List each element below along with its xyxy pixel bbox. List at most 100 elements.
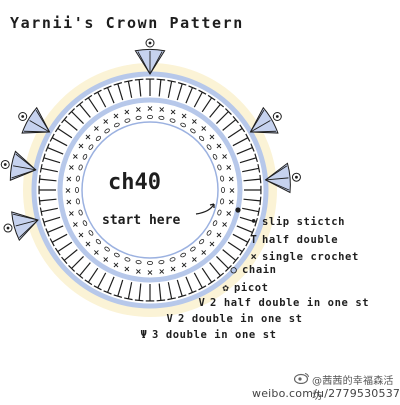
hdc-stitch <box>51 137 68 147</box>
sc-stitch: × <box>228 198 235 207</box>
hdc-top <box>177 294 187 298</box>
hdc-stitch <box>222 119 237 131</box>
hdc-stitch <box>127 81 133 98</box>
chain-round <box>74 115 226 266</box>
chain-icon: ○ <box>230 264 238 276</box>
chain-stitch <box>206 144 212 150</box>
hdc-stitch <box>242 167 259 173</box>
hdc-stitch <box>87 97 99 113</box>
chain-stitch <box>221 186 226 193</box>
hdc-top <box>245 133 251 142</box>
hdc-stitch <box>243 178 261 182</box>
hdc-stitch <box>201 97 213 113</box>
hdc-stitch <box>227 127 243 139</box>
sc-stitch: × <box>124 265 131 274</box>
crown-stitch <box>265 179 290 191</box>
hdc-stitch <box>201 267 213 283</box>
hdc-stitch <box>239 216 257 223</box>
chain-stitch <box>82 154 88 160</box>
hdc-top <box>93 89 102 95</box>
hdc-stitch <box>43 216 61 223</box>
hdc-stitch <box>138 79 142 97</box>
sc-stitch: × <box>170 265 177 274</box>
chain-stitch <box>217 209 222 216</box>
chain-stitch <box>199 239 205 245</box>
crown-point <box>264 162 301 194</box>
picot-center <box>21 115 25 118</box>
sc-stitch: × <box>200 124 207 133</box>
sc-stitch: × <box>113 111 120 120</box>
crown-fan <box>21 106 51 134</box>
hdc-top <box>257 164 261 173</box>
hdc-stitch <box>193 91 203 108</box>
sc-stitch: × <box>65 174 72 183</box>
chain-stitch <box>114 122 120 128</box>
sc-stitch: × <box>93 248 100 257</box>
sc-stitch: × <box>147 268 154 277</box>
sc-stitch: × <box>191 255 198 264</box>
picot-icon: ✿ <box>222 282 230 294</box>
hdc-top <box>45 228 50 237</box>
start-here-label: start here <box>102 213 181 228</box>
watermark-handle: @茜茜的幸福森活坊 <box>312 376 394 402</box>
sc-stitch: × <box>209 132 216 141</box>
chain-stitch <box>212 154 218 160</box>
picot-center <box>275 115 279 118</box>
chain-stitch <box>135 260 142 265</box>
single-crochet-round: ××××××××××××××××××××××××××××××××××××××××… <box>65 104 236 277</box>
hdc-stitch <box>216 256 229 269</box>
chain-stitch <box>88 144 94 150</box>
hdc-top <box>84 279 93 286</box>
sc-stitch: × <box>191 117 198 126</box>
hdc-top <box>207 279 216 286</box>
hdc-top <box>103 290 112 295</box>
chain-stitch <box>146 115 153 120</box>
hdc-top <box>224 264 232 272</box>
crown-fan <box>264 162 291 194</box>
sc-stitch: × <box>102 255 109 264</box>
hdc-top <box>250 228 255 237</box>
legend-item-picot: ✿picot <box>218 282 269 294</box>
hdc-stitch <box>216 111 229 124</box>
crown-fan <box>249 106 279 134</box>
picot-center <box>295 175 298 179</box>
hdc-top <box>39 164 43 173</box>
chain-stitch <box>135 115 142 120</box>
crown-stitch <box>13 213 39 221</box>
hdc-top <box>124 297 133 301</box>
crown-stitch <box>250 130 276 133</box>
hdc-top <box>75 101 84 108</box>
inner-blue-round <box>57 97 243 283</box>
chain-stitch <box>158 115 165 120</box>
sc-stitch: × <box>85 240 92 249</box>
crown-stitch <box>250 120 271 133</box>
chain-stitch <box>88 230 94 236</box>
hdc-stitch <box>236 146 253 155</box>
crown-stitch <box>35 110 50 133</box>
crown-stitch <box>29 120 50 133</box>
sc-stitch: × <box>221 152 228 161</box>
legend-item-slip-stitch: •slip stictch <box>246 216 345 228</box>
hdc-stitch <box>242 207 259 213</box>
chain-stitch <box>199 135 205 141</box>
crown-stitch <box>13 165 36 171</box>
hdc-top <box>68 108 76 116</box>
start-arrow <box>195 203 215 215</box>
hdc-stitch <box>185 276 194 293</box>
hdc-stitch <box>222 249 237 261</box>
chain-stitch <box>180 122 186 128</box>
hdc-stitch <box>227 241 243 253</box>
sc-stitch: × <box>221 220 228 229</box>
hdc-top <box>216 272 225 279</box>
sc-stitch: × <box>209 240 216 249</box>
hdc-top <box>259 174 262 184</box>
chain-stitch <box>180 252 186 258</box>
sc-stitch: × <box>68 209 75 218</box>
chain-stitch <box>169 118 176 123</box>
half-double-round <box>38 78 262 302</box>
hdc-stitch <box>63 249 78 261</box>
crown-fan <box>11 211 39 242</box>
sc-stitch: × <box>124 107 131 116</box>
chain-stitch <box>104 246 110 252</box>
hdc-top <box>61 115 68 124</box>
